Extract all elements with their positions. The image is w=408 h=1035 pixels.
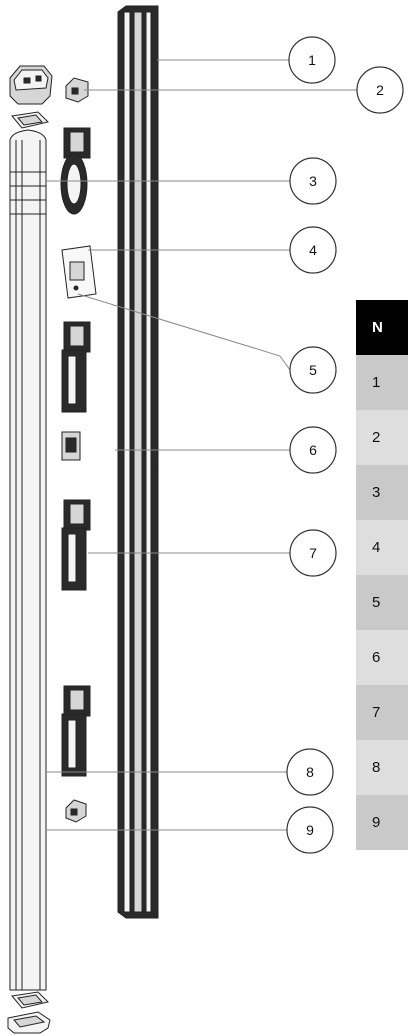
callout-7-label: 7 bbox=[309, 545, 317, 561]
legend-table: N 1 2 3 4 5 6 7 8 9 bbox=[356, 300, 408, 850]
callout-8-label: 8 bbox=[306, 764, 314, 780]
sensor-module-4 bbox=[61, 685, 91, 777]
rail-profile bbox=[117, 5, 159, 919]
legend-row: 1 bbox=[356, 355, 408, 410]
callout-6-label: 6 bbox=[309, 442, 317, 458]
legend-row: 5 bbox=[356, 575, 408, 630]
bottom-gasket bbox=[11, 991, 49, 1009]
callout-5: 5 bbox=[289, 346, 337, 394]
legend-row: 2 bbox=[356, 410, 408, 465]
clip-bottom bbox=[65, 799, 87, 823]
legend-row: 6 bbox=[356, 630, 408, 685]
callout-3-label: 3 bbox=[309, 173, 317, 189]
callout-5-label: 5 bbox=[309, 362, 317, 378]
callout-1: 1 bbox=[288, 36, 336, 84]
callout-3: 3 bbox=[289, 157, 337, 205]
callout-2-label: 2 bbox=[376, 82, 384, 98]
legend-row: 4 bbox=[356, 520, 408, 575]
sensor-module-3 bbox=[61, 499, 91, 591]
clip-top bbox=[65, 77, 89, 103]
legend-row: 7 bbox=[356, 685, 408, 740]
bracket-plate bbox=[61, 245, 97, 299]
leader-5 bbox=[77, 293, 291, 371]
callout-4-label: 4 bbox=[309, 242, 317, 258]
bottom-end-cap bbox=[7, 1011, 51, 1034]
sensor-module-1 bbox=[60, 127, 91, 215]
connector-block bbox=[61, 431, 81, 461]
callout-8: 8 bbox=[286, 748, 334, 796]
top-gasket bbox=[11, 111, 49, 129]
top-end-cap bbox=[9, 65, 53, 105]
callout-2: 2 bbox=[356, 66, 404, 114]
callout-9: 9 bbox=[286, 806, 334, 854]
legend-row: 9 bbox=[356, 795, 408, 850]
callout-1-label: 1 bbox=[308, 52, 316, 68]
legend-row: 8 bbox=[356, 740, 408, 795]
callout-6: 6 bbox=[289, 426, 337, 474]
cover-tube bbox=[9, 129, 47, 991]
callout-4: 4 bbox=[289, 226, 337, 274]
legend-header: N bbox=[356, 300, 408, 355]
callout-9-label: 9 bbox=[306, 822, 314, 838]
legend-row: 3 bbox=[356, 465, 408, 520]
sensor-module-2 bbox=[61, 321, 91, 413]
callout-7: 7 bbox=[289, 529, 337, 577]
leader-lines bbox=[46, 59, 357, 831]
